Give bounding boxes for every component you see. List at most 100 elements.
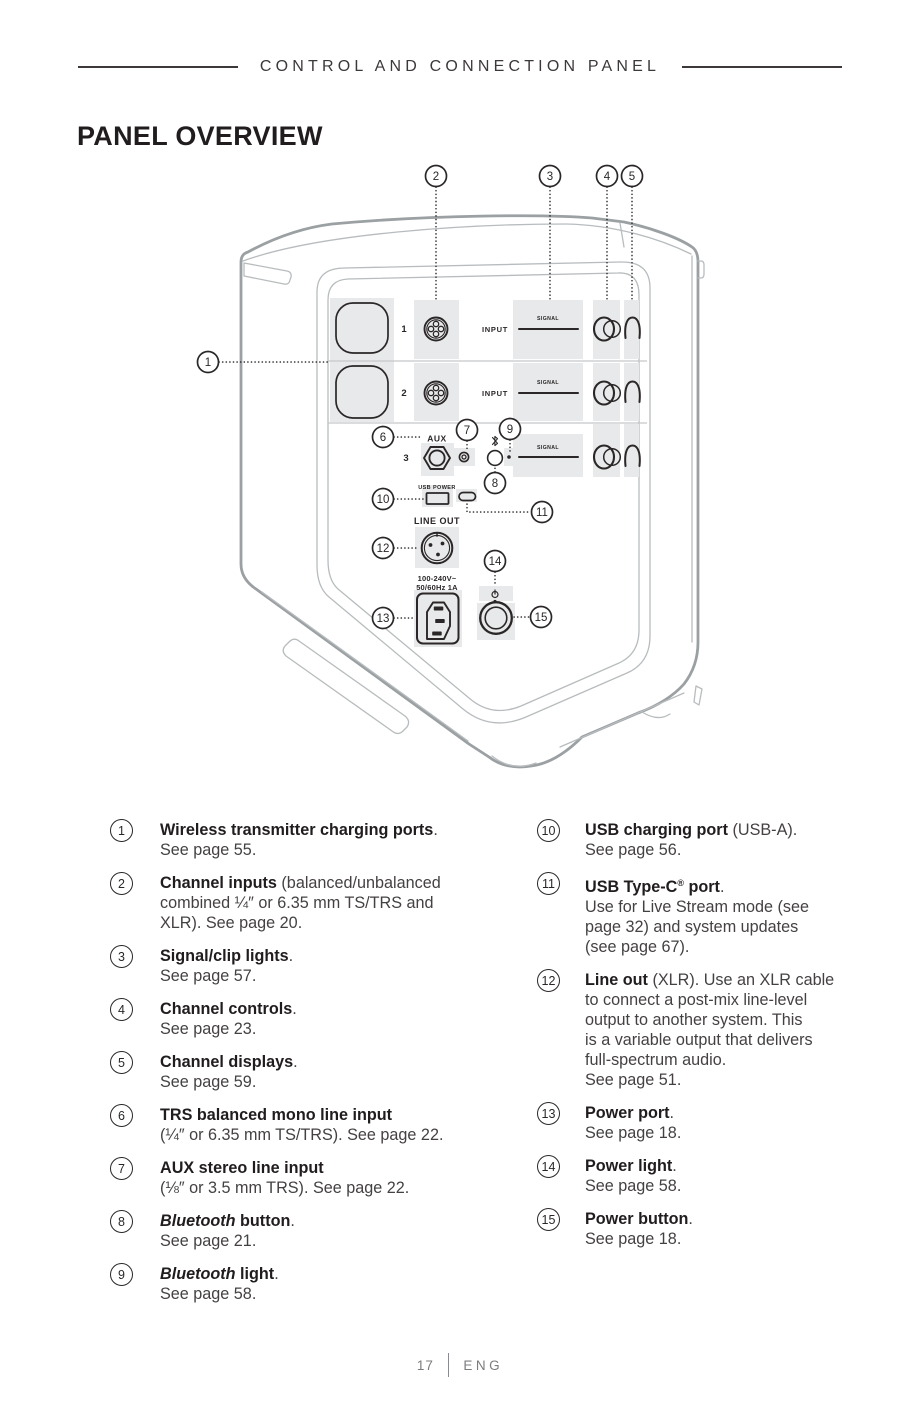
legend-text-segment: Channel controls [160, 1000, 293, 1018]
legend-text: Channel controls. See page 23. [160, 999, 297, 1039]
leader-11 [466, 503, 531, 513]
legend-text-segment: Power button [585, 1210, 689, 1228]
legend-text-segment: Bluetooth [160, 1212, 236, 1230]
legend-text-segment: . [292, 1000, 297, 1018]
legend-line: See page 21. [160, 1231, 295, 1251]
display-zone-ch3 [624, 424, 639, 477]
bluetooth-light [507, 455, 511, 459]
svg-text:15: 15 [535, 612, 548, 624]
legend-text-segment: See page 23. [160, 1020, 257, 1038]
legend-text-segment: (XLR). Use an XLR cable [647, 971, 835, 989]
channel-3-label: 3 [403, 453, 408, 464]
legend-text-segment: button [235, 1212, 291, 1230]
panel-shaded-zones [328, 298, 647, 647]
speaker-panel-illustration: 1 INPUT SIGNAL 2 INPUT SIGNAL [196, 164, 705, 769]
combo-input-jack-1 [423, 316, 449, 342]
legend-text-segment: Use for Live Stream mode (see [585, 898, 810, 916]
callout-leader-lines [218, 186, 633, 619]
power-group: 100-240V~ 50/60Hz 1A [416, 574, 513, 645]
legend-text-segment: . [293, 1053, 298, 1071]
legend-line: Power port. [585, 1103, 681, 1123]
knob-zone-ch1 [593, 300, 620, 359]
legend-text-segment: See page 58. [585, 1177, 682, 1195]
legend-line: See page 59. [160, 1072, 298, 1092]
diagram-callout-9: 9 [498, 417, 522, 441]
legend-text-segment: full-spectrum audio. [585, 1051, 727, 1069]
channel-1-knob [592, 316, 622, 342]
usb-power-label: USB POWER [418, 485, 456, 491]
legend-text-segment: combined ¼″ or 6.35 mm TS/TRS and [160, 894, 434, 912]
callout-number-badge: 4 [110, 998, 133, 1021]
svg-text:4: 4 [604, 171, 611, 183]
svg-text:12: 12 [377, 543, 390, 555]
signal-2-label: SIGNAL [537, 380, 559, 386]
legend-text-segment: . [274, 1265, 279, 1283]
legend-line: TRS balanced mono line input [160, 1105, 443, 1125]
power-button [479, 601, 513, 635]
speaker-top-crease [619, 222, 625, 248]
diagram-callout-2: 2 [424, 164, 448, 188]
legend-text-segment: (see page 67). [585, 938, 690, 956]
line-out-label: LINE OUT [414, 516, 460, 526]
combo-input-jack-2 [423, 380, 449, 406]
legend-text-segment: Signal/clip lights [160, 947, 289, 965]
diagram-callout-15: 15 [529, 605, 553, 629]
legend-line: See page 56. [585, 840, 797, 860]
foot-bump-left [491, 755, 537, 767]
legend-line: Power light. [585, 1156, 681, 1176]
power-rating-line2: 50/60Hz 1A [416, 583, 458, 592]
legend-text-segment: USB charging port [585, 821, 728, 839]
legend-text-segment: output to another system. This [585, 1011, 803, 1029]
diagram-callout-10: 10 [371, 487, 395, 511]
usb-a-port [425, 492, 450, 505]
legend-text-segment: port [683, 878, 720, 896]
power-inlet-zone [414, 590, 462, 647]
power-light-zone [479, 586, 513, 601]
aux-label: AUX [427, 434, 446, 444]
legend-line: page 32) and system updates [585, 917, 809, 937]
legend-text-segment: See page 21. [160, 1232, 257, 1250]
legend-line: Bluetooth light. [160, 1264, 279, 1284]
legend-text-segment: See page 56. [585, 841, 682, 859]
diagram-callout-8: 8 [483, 471, 507, 495]
legend-text-segment: . [688, 1210, 693, 1228]
usb-a-zone [422, 485, 453, 507]
legend-line: See page 58. [160, 1284, 279, 1304]
power-rating-line1: 100-240V~ [418, 574, 457, 583]
callout-number-badge: 3 [110, 945, 133, 968]
header-rule-right [682, 66, 842, 68]
callout-number-badge: 6 [110, 1104, 133, 1127]
svg-text:11: 11 [536, 507, 548, 519]
legend-text-segment: See page 58. [160, 1285, 257, 1303]
legend-line: output to another system. This [585, 1010, 834, 1030]
diagram-callout-12: 12 [371, 536, 395, 560]
channel-2-label: 2 [401, 388, 406, 399]
legend-line: See page 55. [160, 840, 438, 860]
legend-line: (see page 67). [585, 937, 809, 957]
legend-text-segment: See page 51. [585, 1071, 682, 1089]
bluetooth-button [486, 449, 504, 467]
right-side-tab [697, 260, 705, 279]
legend-line: See page 58. [585, 1176, 681, 1196]
page-title: PANEL OVERVIEW [77, 121, 323, 151]
legend-line: (¼″ or 6.35 mm TS/TRS). See page 22. [160, 1125, 443, 1145]
callout-number-badge: 15 [537, 1208, 560, 1231]
diagram-callout-7: 7 [455, 418, 479, 442]
legend-text-segment: Channel inputs [160, 874, 277, 892]
callout-number-badge: 7 [110, 1157, 133, 1180]
legend-text: Power light.See page 58. [585, 1156, 681, 1196]
legend-text-segment: TRS balanced mono line input [160, 1106, 393, 1124]
legend-text-segment: USB Type-C [585, 878, 678, 896]
legend-text-segment: (⅛″ or 3.5 mm TRS). See page 22. [160, 1179, 410, 1197]
svg-text:9: 9 [507, 424, 513, 436]
legend-line: Wireless transmitter charging ports. [160, 820, 438, 840]
usb-row: USB POWER [418, 485, 477, 505]
